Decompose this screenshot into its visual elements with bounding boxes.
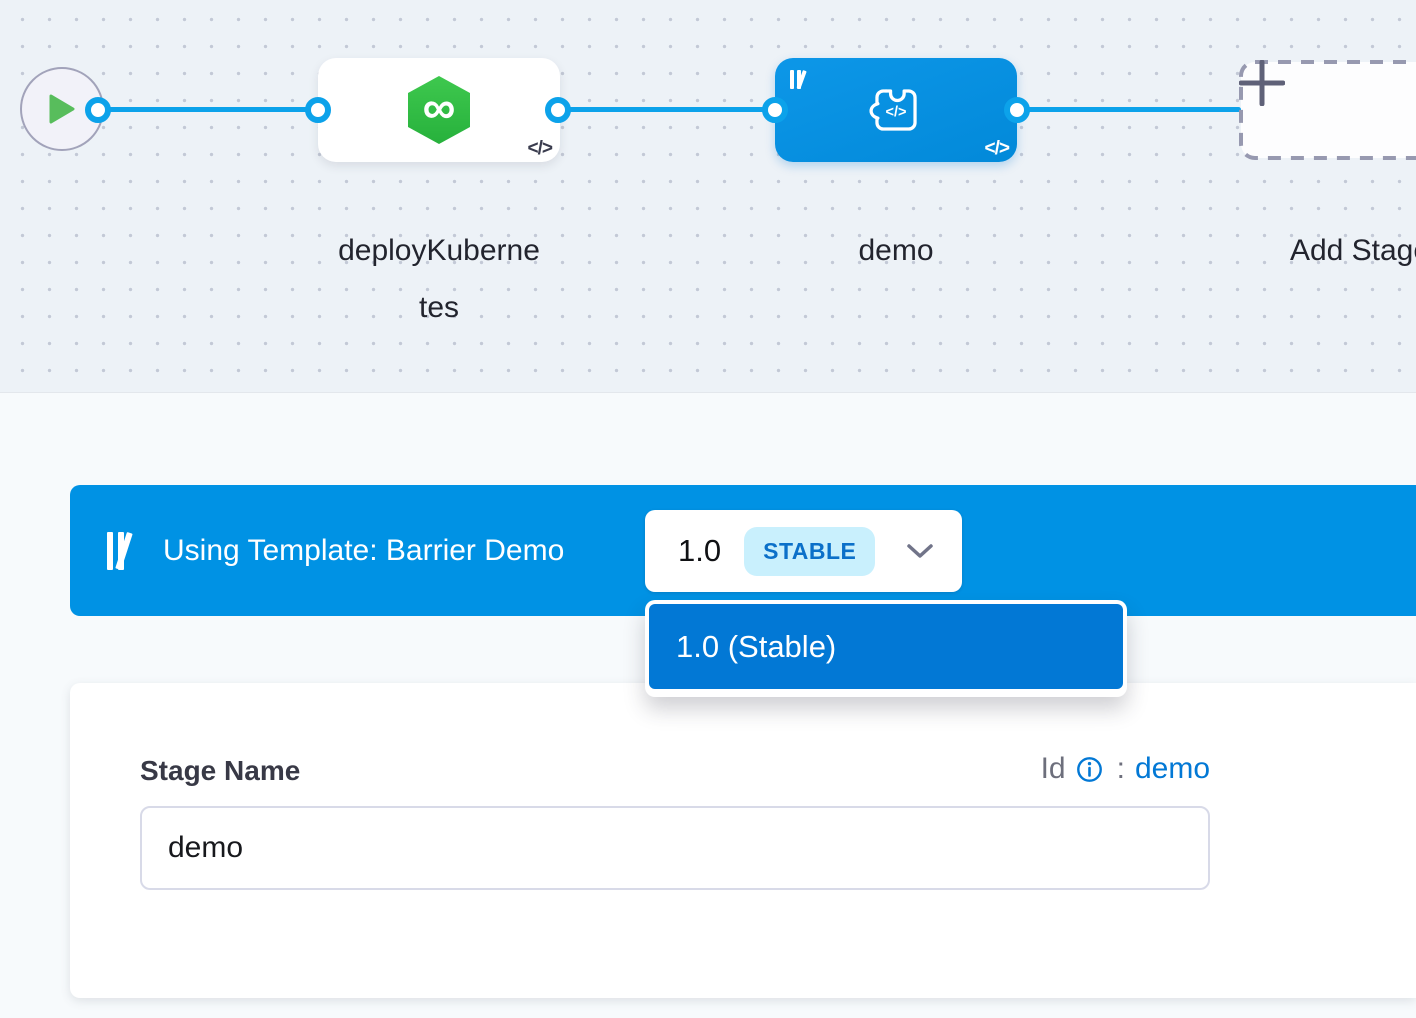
version-dropdown-menu: 1.0 (Stable) <box>645 600 1127 697</box>
stable-badge: STABLE <box>744 526 876 576</box>
stage-label: demo <box>858 234 934 267</box>
version-number: 1.0 <box>678 533 722 568</box>
stage-label: deployKubernetes <box>338 234 540 324</box>
using-template-title: Using Template: Barrier Demo <box>163 533 565 567</box>
custom-stage-icon: </> <box>869 89 917 131</box>
template-library-icon <box>790 70 812 90</box>
stage-name-label: Stage Name <box>140 755 301 786</box>
stage-node-deploykubernetes[interactable]: ∞ </> <box>318 58 560 162</box>
template-version-selector[interactable]: 1.0 STABLE <box>645 510 962 592</box>
add-stage-label: Add Stage <box>1289 234 1416 267</box>
stage-node-demo[interactable]: </> </> <box>775 58 1017 162</box>
pipeline-link <box>98 107 320 112</box>
link-port[interactable] <box>545 97 571 123</box>
svg-text:</>: </> <box>886 104 907 120</box>
id-label: Id <box>1040 752 1066 785</box>
template-library-icon <box>107 530 139 572</box>
chevron-down-icon <box>906 543 934 559</box>
link-port[interactable] <box>1004 97 1030 123</box>
link-port[interactable] <box>762 97 788 123</box>
code-badge-icon[interactable]: </> <box>527 138 554 159</box>
pipeline-link <box>1015 107 1241 112</box>
link-port[interactable] <box>305 97 331 123</box>
code-badge-icon[interactable]: </> <box>984 138 1011 159</box>
using-template-banner: Using Template: Barrier Demo <box>70 485 1416 616</box>
stage-id-value[interactable]: demo <box>1134 752 1210 785</box>
link-port[interactable] <box>85 97 111 123</box>
harness-infinity-glyph: ∞ <box>422 81 456 133</box>
deployment-stage-icon: ∞ <box>408 76 470 144</box>
plus-icon <box>1239 60 1285 106</box>
stage-name-input[interactable] <box>140 806 1210 890</box>
add-stage-button[interactable] <box>1239 60 1416 160</box>
id-colon: : <box>1116 752 1125 785</box>
info-icon[interactable] <box>1076 756 1103 783</box>
pipeline-canvas[interactable]: ∞ </> </> </> <box>0 0 1416 393</box>
play-icon <box>49 94 75 124</box>
version-menu-item[interactable]: 1.0 (Stable) <box>649 604 1123 689</box>
stage-id-row: Id : demo <box>900 749 1210 789</box>
pipeline-link <box>556 107 777 112</box>
stage-overview-card: Stage Name Id : demo <box>70 683 1416 998</box>
